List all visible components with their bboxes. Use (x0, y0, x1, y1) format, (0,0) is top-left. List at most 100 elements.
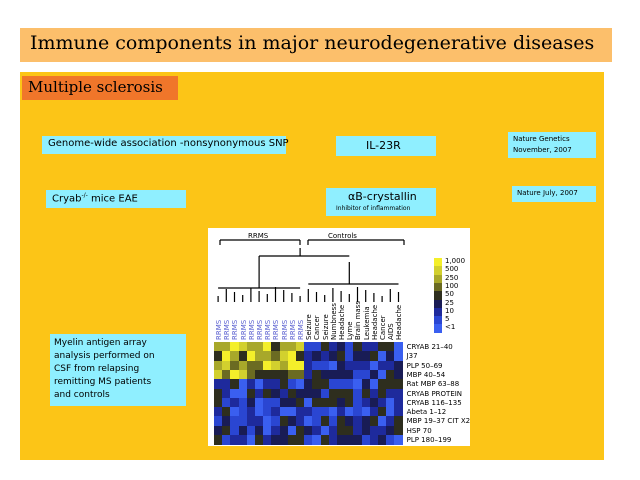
column-label: RRMS (256, 319, 264, 340)
row-label: Rat MBP 63–88 (406, 380, 460, 389)
heatmap-cell (246, 351, 256, 361)
heatmap-cell (353, 435, 362, 445)
ab-crystallin-box: αB-crystallin Inhibitor of inflammation (326, 188, 436, 216)
heatmap-cell (230, 360, 239, 371)
nature-july-text: Nature July, 2007 (517, 189, 578, 197)
heatmap-cell (222, 416, 231, 426)
heatmap-cell (287, 342, 297, 352)
heatmap-cell (394, 425, 403, 436)
heatmap-cell (246, 407, 256, 417)
nature-july-box: Nature July, 2007 (512, 186, 596, 202)
heatmap-cell (255, 435, 264, 445)
heatmap-cell (230, 379, 239, 389)
heatmap-cell (394, 379, 403, 389)
heatmap-cell (394, 407, 403, 417)
column-label: AIDS (387, 323, 396, 340)
cryab-mice-box: Cryab-/- mice EAE (46, 190, 186, 208)
heatmap-cell (320, 435, 330, 445)
column-label: RRMS (215, 319, 223, 340)
heatmap-cell (353, 379, 362, 389)
heatmap-cell (279, 416, 289, 426)
gwas-box: Genome-wide association -nonsynonymous S… (42, 136, 289, 154)
heatmap-cell (353, 388, 362, 399)
legend-label: 500 (445, 265, 459, 274)
heatmap-cell (345, 416, 354, 426)
row-label: Abeta 1–12 (406, 408, 447, 417)
heatmap-cell (386, 388, 395, 399)
heatmap-cell (369, 388, 379, 399)
heatmap-cell (304, 369, 313, 380)
heatmap-cell (328, 342, 338, 352)
heatmap-cell (255, 342, 264, 352)
heatmap-cell (345, 369, 354, 380)
heatmap-cell (214, 407, 223, 417)
gwas-text: Genome-wide association -nonsynonymous S… (48, 138, 289, 149)
heatmap-cell (279, 379, 289, 389)
heatmap-cell (345, 351, 354, 361)
heatmap-cell (246, 425, 256, 436)
heatmap-cell (238, 388, 248, 399)
heatmap-cell (328, 351, 338, 361)
heatmap-cell (214, 369, 223, 380)
heatmap-cell (296, 379, 305, 389)
legend-swatch (434, 324, 442, 333)
cryab-mice-sup: -/- (81, 192, 88, 199)
heatmap-cell (214, 351, 223, 361)
legend-label: 250 (445, 273, 459, 282)
heatmap-cell (369, 397, 379, 408)
myelin-line: Myelin antigen array (54, 338, 147, 348)
heatmap-cell (222, 397, 231, 408)
heatmap-cell (263, 388, 272, 399)
heatmap-cell (320, 388, 330, 399)
legend-swatch (434, 307, 442, 317)
heatmap-cell (361, 407, 371, 417)
heatmap-cell (238, 379, 248, 389)
heatmap-cell (214, 397, 223, 408)
heatmap-cell (246, 360, 256, 371)
heatmap-cell (312, 407, 321, 417)
heatmap-cell (386, 397, 395, 408)
heatmap-cell (353, 351, 362, 361)
heatmap-cell (386, 342, 395, 352)
heatmap-cell (304, 425, 313, 436)
heatmap-cell (361, 397, 371, 408)
heatmap-cell (271, 407, 280, 417)
legend-label: <1 (445, 323, 456, 332)
column-label: Numbness (329, 303, 338, 340)
heatmap-cell (263, 369, 272, 380)
heatmap-cell (271, 425, 280, 436)
heatmap-cell (353, 360, 362, 371)
column-label: RRMS (288, 319, 297, 340)
heatmap-cell (320, 369, 330, 380)
column-label: Leukemia (362, 306, 371, 340)
row-label: CRYAB 21–40 (406, 343, 453, 351)
heatmap-cell (386, 379, 395, 389)
heatmap-cell (296, 416, 305, 426)
heatmap-cell (255, 416, 264, 426)
heatmap-cell (255, 351, 264, 361)
heatmap-cell (378, 388, 387, 399)
heatmap-cell (230, 388, 239, 399)
heatmap-cell (369, 425, 379, 436)
heatmap-cell (361, 360, 371, 371)
heatmap-cell (304, 351, 313, 361)
heatmap-cell (304, 379, 313, 389)
heatmap-cell (296, 388, 305, 399)
legend-swatch (434, 291, 442, 300)
heatmap-cell (328, 397, 338, 408)
heatmap-cell (230, 425, 239, 436)
column-label: Brain mass (354, 301, 363, 340)
row-label: PLP 50–69 (406, 361, 443, 370)
heatmap-cell (394, 388, 403, 399)
heatmap-cell (296, 369, 305, 380)
heatmap-cell (361, 425, 371, 436)
heatmap-cell (271, 388, 280, 399)
slide-title: Immune components in major neurodegenera… (30, 32, 595, 54)
legend-label: 100 (445, 281, 459, 290)
heatmap-cell (230, 369, 239, 380)
heatmap-cell (312, 379, 321, 389)
heatmap-cell (337, 379, 346, 389)
heatmap-cell (369, 369, 379, 380)
heatmap-cell (328, 360, 338, 371)
